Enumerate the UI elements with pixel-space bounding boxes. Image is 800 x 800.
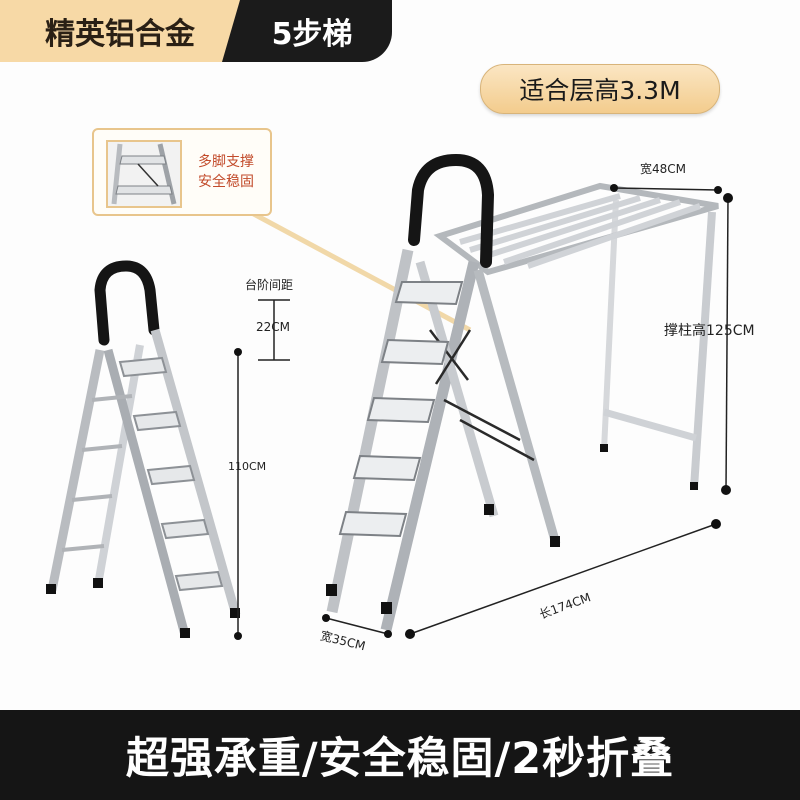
ladder-height-label: 110CM [228, 460, 267, 473]
rack-post-back [601, 199, 619, 451]
step-spacing-marker [258, 299, 290, 361]
rack-ladder-front-rail-left [326, 248, 414, 614]
feature-banner: 超强承重/安全稳固/2秒折叠 [0, 710, 800, 800]
small-ladder [46, 260, 241, 638]
rack-width-marker [610, 184, 722, 194]
rack-ladder-back-rail-left [415, 260, 499, 518]
stability-callout: 多脚支撑 安全稳固 [92, 128, 272, 216]
rack-width-label: 宽48CM [640, 162, 687, 176]
rack-ladder [326, 153, 719, 632]
callout-text: 多脚支撑 安全稳固 [198, 152, 254, 192]
callout-line-2: 安全稳固 [198, 174, 254, 190]
rack-ladder-back-rail-right [473, 268, 561, 546]
step-spacing-value: 22CM [256, 320, 291, 334]
rack-ladder-front-rail-right [380, 260, 480, 632]
small-ladder-back-rail-right [94, 344, 144, 586]
callout-thumbnail [106, 140, 182, 208]
callout-line-1: 多脚支撑 [198, 154, 254, 170]
ladder-height-marker [234, 348, 242, 640]
small-ladder-back-rail-left [47, 349, 105, 591]
rack-top-frame [433, 182, 719, 276]
material-label: 精英铝合金 [0, 0, 240, 62]
base-width-marker [322, 614, 392, 638]
post-height-marker [721, 193, 733, 495]
small-ladder-front-rail-right [150, 328, 241, 617]
callout-ladder-detail [111, 143, 177, 205]
small-ladder-handle [94, 260, 160, 346]
step-spacing-label: 台阶间距 [245, 278, 294, 292]
steps-label: 5步梯 [222, 0, 392, 62]
rack-post-front [690, 211, 716, 489]
post-height-label: 撑柱高125CM [664, 323, 755, 339]
ceiling-height-badge: 适合层高3.3M [480, 64, 720, 114]
rack-ladder-handle [408, 153, 495, 268]
rack-crossbar [603, 408, 697, 442]
length-marker [405, 519, 721, 639]
